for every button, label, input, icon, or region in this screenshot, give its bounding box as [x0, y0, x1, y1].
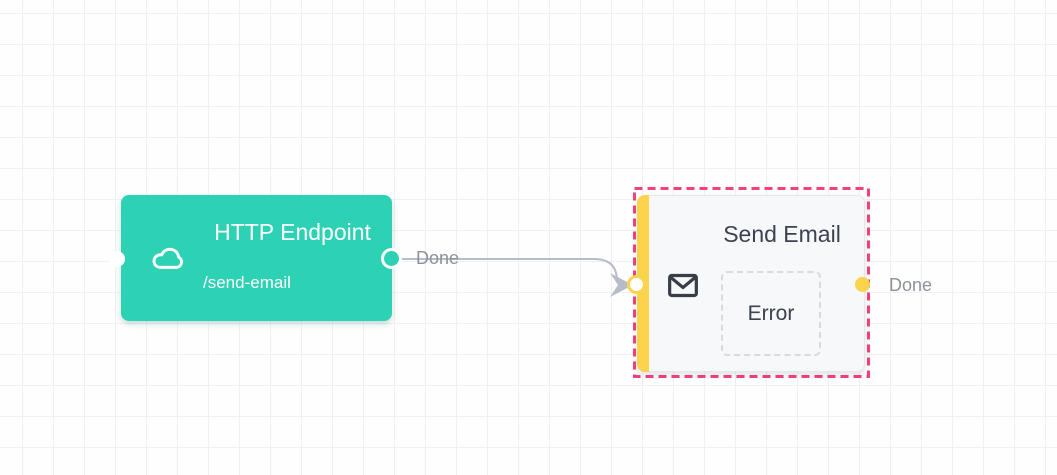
- node-title: HTTP Endpoint: [214, 219, 371, 245]
- node-send-email[interactable]: Send Email Error: [637, 195, 865, 372]
- http-output-port-label: Done: [416, 248, 460, 268]
- port-email-output[interactable]: [855, 277, 870, 292]
- edge-arrowhead-icon: [610, 273, 633, 297]
- error-slot[interactable]: Error: [721, 271, 821, 356]
- node-http-endpoint[interactable]: HTTP Endpoint /send-email: [121, 195, 392, 321]
- cloud-icon: [152, 247, 183, 269]
- email-output-port-label: Done: [889, 275, 933, 295]
- port-http-output[interactable]: [381, 248, 402, 269]
- port-http-input[interactable]: [109, 251, 125, 267]
- port-email-input[interactable]: [627, 275, 646, 294]
- envelope-icon: [668, 273, 698, 298]
- error-slot-label: Error: [747, 301, 795, 325]
- node-title: Send Email: [723, 221, 841, 247]
- node-subtitle: /send-email: [203, 273, 291, 292]
